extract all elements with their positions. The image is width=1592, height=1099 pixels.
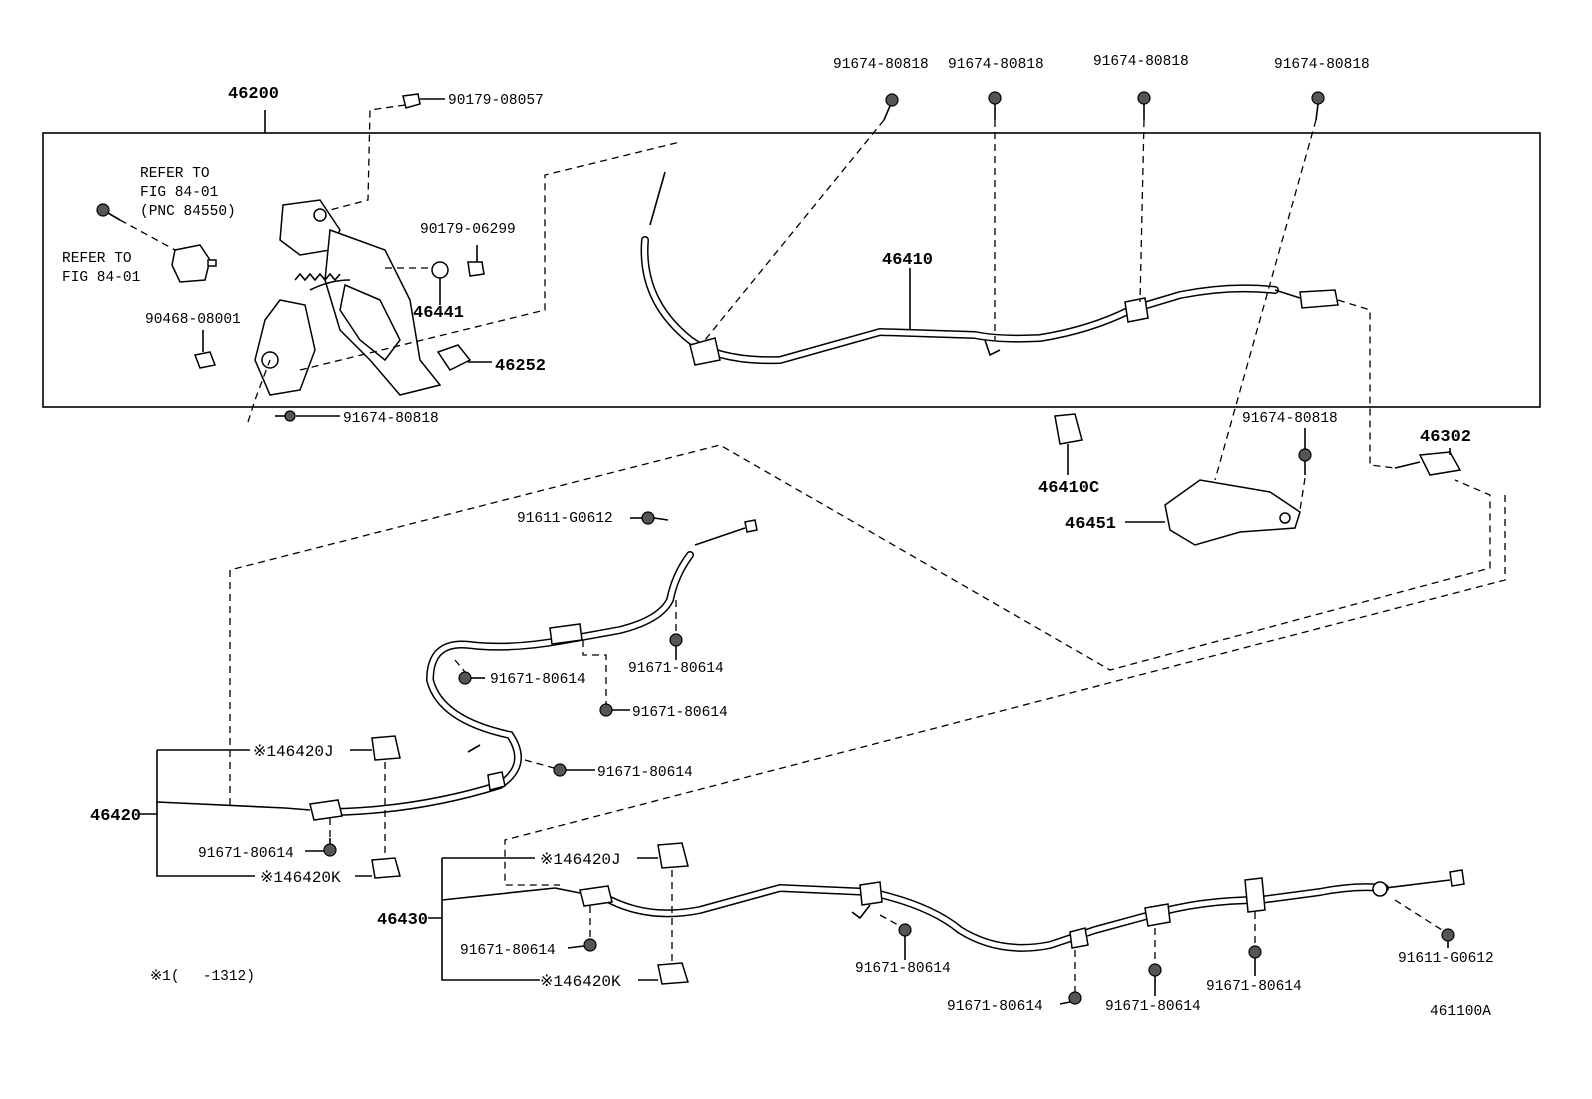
- bolt-icon: [1068, 991, 1082, 1005]
- bolt-icon: [641, 511, 669, 525]
- label-refer-fig-2: FIG 84-01: [62, 270, 140, 286]
- stop-switch-icon: [171, 244, 217, 283]
- label-91611-b: 91611-G0612: [1398, 951, 1494, 967]
- clip-46420J-icon: [371, 735, 401, 761]
- footnote: ※1( -1312): [150, 969, 255, 985]
- bushing-46441-icon: [431, 261, 449, 279]
- clip-46420J-icon: [657, 842, 689, 869]
- label-46451: 46451: [1065, 515, 1116, 534]
- label-refer-fig: FIG 84-01: [140, 185, 218, 201]
- label-91671-f: 91671-80614: [460, 943, 556, 959]
- label-90468-08001: 90468-08001: [145, 312, 241, 328]
- label-refer-to: REFER TO: [140, 166, 210, 182]
- label-46410: 46410: [882, 251, 933, 270]
- label-91674-b: 91674-80818: [948, 57, 1044, 73]
- bolt-icon: [1137, 91, 1151, 120]
- label-refer-to-2: REFER TO: [62, 251, 132, 267]
- label-91674-e: 91674-80818: [1242, 411, 1338, 427]
- label-refer-pnc: (PNC 84550): [140, 204, 236, 220]
- diagram-id: 461100A: [1430, 1004, 1491, 1020]
- label-91671-d: 91671-80614: [597, 765, 693, 781]
- label-91674-c: 91674-80818: [1093, 54, 1189, 70]
- label-91674-d: 91674-80818: [1274, 57, 1370, 73]
- clip-46420K-icon: [371, 857, 401, 879]
- bolt-icon: [1311, 91, 1325, 121]
- assembly-box-46200: [42, 132, 1541, 408]
- clip-46410C-icon: [1054, 413, 1083, 445]
- label-91671-j: 91671-80614: [1206, 979, 1302, 995]
- label-46430: 46430: [377, 911, 428, 930]
- label-91671-h: 91671-80614: [947, 999, 1043, 1015]
- front-cable-46410: [640, 171, 1339, 366]
- label-46200: 46200: [228, 85, 279, 104]
- bolt-icon: [458, 671, 472, 685]
- label-46420J-a: ※146420J: [253, 743, 334, 761]
- equalizer-46302-icon: [1394, 451, 1462, 476]
- nut-90179-06299-icon: [467, 261, 485, 277]
- bolt-icon: [988, 91, 1002, 120]
- label-91611-a: 91611-G0612: [517, 511, 613, 527]
- clip-icon: [193, 351, 217, 369]
- bolt-icon: [583, 938, 597, 952]
- label-46410C: 46410C: [1038, 479, 1099, 498]
- label-46252: 46252: [495, 357, 546, 376]
- bolt-icon: [1298, 448, 1312, 475]
- label-91674-a: 91674-80818: [833, 57, 929, 73]
- bolt-icon: [669, 633, 683, 660]
- bolt-icon: [553, 763, 567, 777]
- bolt-icon: [898, 923, 912, 937]
- label-46420J-b: ※146420J: [540, 851, 621, 869]
- label-90179-06299: 90179-06299: [420, 222, 516, 238]
- label-91671-c: 91671-80614: [632, 705, 728, 721]
- bolt-icon: [599, 703, 613, 717]
- clip-46420K-icon: [657, 962, 689, 985]
- label-91671-g: 91671-80614: [855, 961, 951, 977]
- label-90179-08057: 90179-08057: [448, 93, 544, 109]
- pedal-pad-icon: [436, 344, 472, 371]
- parking-brake-pedal-icon: [254, 199, 442, 396]
- bolt-icon: [323, 838, 337, 857]
- label-46420K-b: ※146420K: [540, 973, 621, 991]
- label-91671-a: 91671-80614: [628, 661, 724, 677]
- label-91671-b: 91671-80614: [490, 672, 586, 688]
- label-46441: 46441: [413, 304, 464, 323]
- label-91674-pedal: 91674-80818: [343, 411, 439, 427]
- bolt-icon: [1441, 928, 1455, 942]
- bolt-icon: [883, 93, 899, 121]
- bracket-46451-icon: [1164, 479, 1301, 546]
- rear-cable-46420: [284, 519, 758, 821]
- bolt-icon: [275, 410, 296, 422]
- bolt-icon: [1248, 945, 1262, 959]
- label-91671-e: 91671-80614: [198, 846, 294, 862]
- rear-cable-46430: [554, 869, 1465, 952]
- bolt-icon: [1148, 963, 1162, 977]
- screw-icon: [96, 203, 121, 221]
- label-46420: 46420: [90, 807, 141, 826]
- label-46302: 46302: [1420, 428, 1471, 447]
- label-46420K-a: ※146420K: [260, 869, 341, 887]
- label-91671-i: 91671-80614: [1105, 999, 1201, 1015]
- nut-icon: [402, 93, 421, 109]
